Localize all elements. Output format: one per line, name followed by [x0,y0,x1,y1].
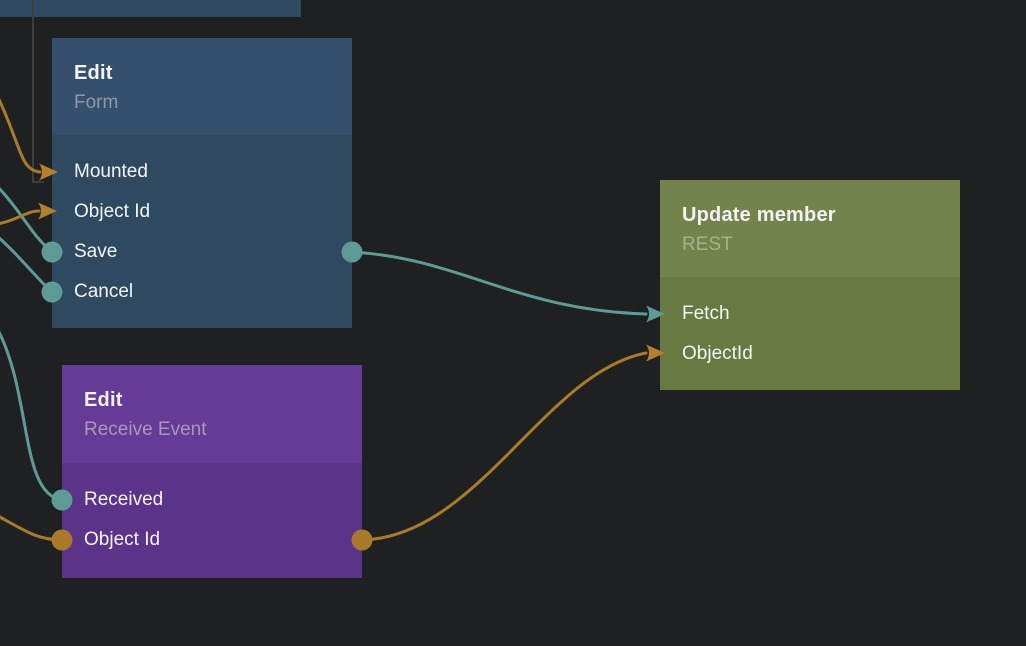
node-edit-receive-event[interactable]: Edit Receive Event Received Object Id [62,365,362,578]
node-subtitle: REST [682,234,733,255]
node-edit-form-header[interactable]: Edit Form [52,38,352,135]
wire-in-cancel[interactable] [0,236,54,294]
node-update-member-rest[interactable]: Update member REST Fetch ObjectId [660,180,960,390]
node-edit-form-ports: Mounted Object Id Save Cancel [52,135,352,328]
wire-in-object-id[interactable] [0,209,41,225]
wire-elbow-to-mounted[interactable] [32,0,44,183]
wire-receive-objectid-to-objectid[interactable] [360,351,648,542]
node-edit-form[interactable]: Edit Form Mounted Object Id Save Cancel [52,38,352,328]
node-title: Update member [682,204,836,226]
port-object-id[interactable]: Object Id [84,529,161,550]
port-mounted[interactable]: Mounted [74,161,148,182]
wire-in-received[interactable] [0,330,64,502]
wire-form-save-to-fetch[interactable] [350,250,648,316]
wire-in-receive-object-id[interactable] [0,515,64,542]
node-edit-receive-event-ports: Received Object Id [62,463,362,578]
port-received[interactable]: Received [84,489,164,510]
node-title: Edit [74,62,113,84]
port-object-id[interactable]: Object Id [74,201,151,222]
node-edit-receive-event-header[interactable]: Edit Receive Event [62,365,362,463]
port-cancel[interactable]: Cancel [74,281,134,302]
node-subtitle: Form [74,92,119,113]
port-save[interactable]: Save [74,241,118,262]
port-fetch[interactable]: Fetch [682,303,730,324]
node-clipped-top[interactable] [0,0,301,17]
wire-in-mounted[interactable] [0,95,42,174]
node-subtitle: Receive Event [84,419,207,440]
node-update-member-header[interactable]: Update member REST [660,180,960,277]
node-update-member-ports: Fetch ObjectId [660,277,960,390]
wire-in-save[interactable] [0,186,54,254]
node-title: Edit [84,389,123,411]
port-objectid[interactable]: ObjectId [682,343,753,364]
